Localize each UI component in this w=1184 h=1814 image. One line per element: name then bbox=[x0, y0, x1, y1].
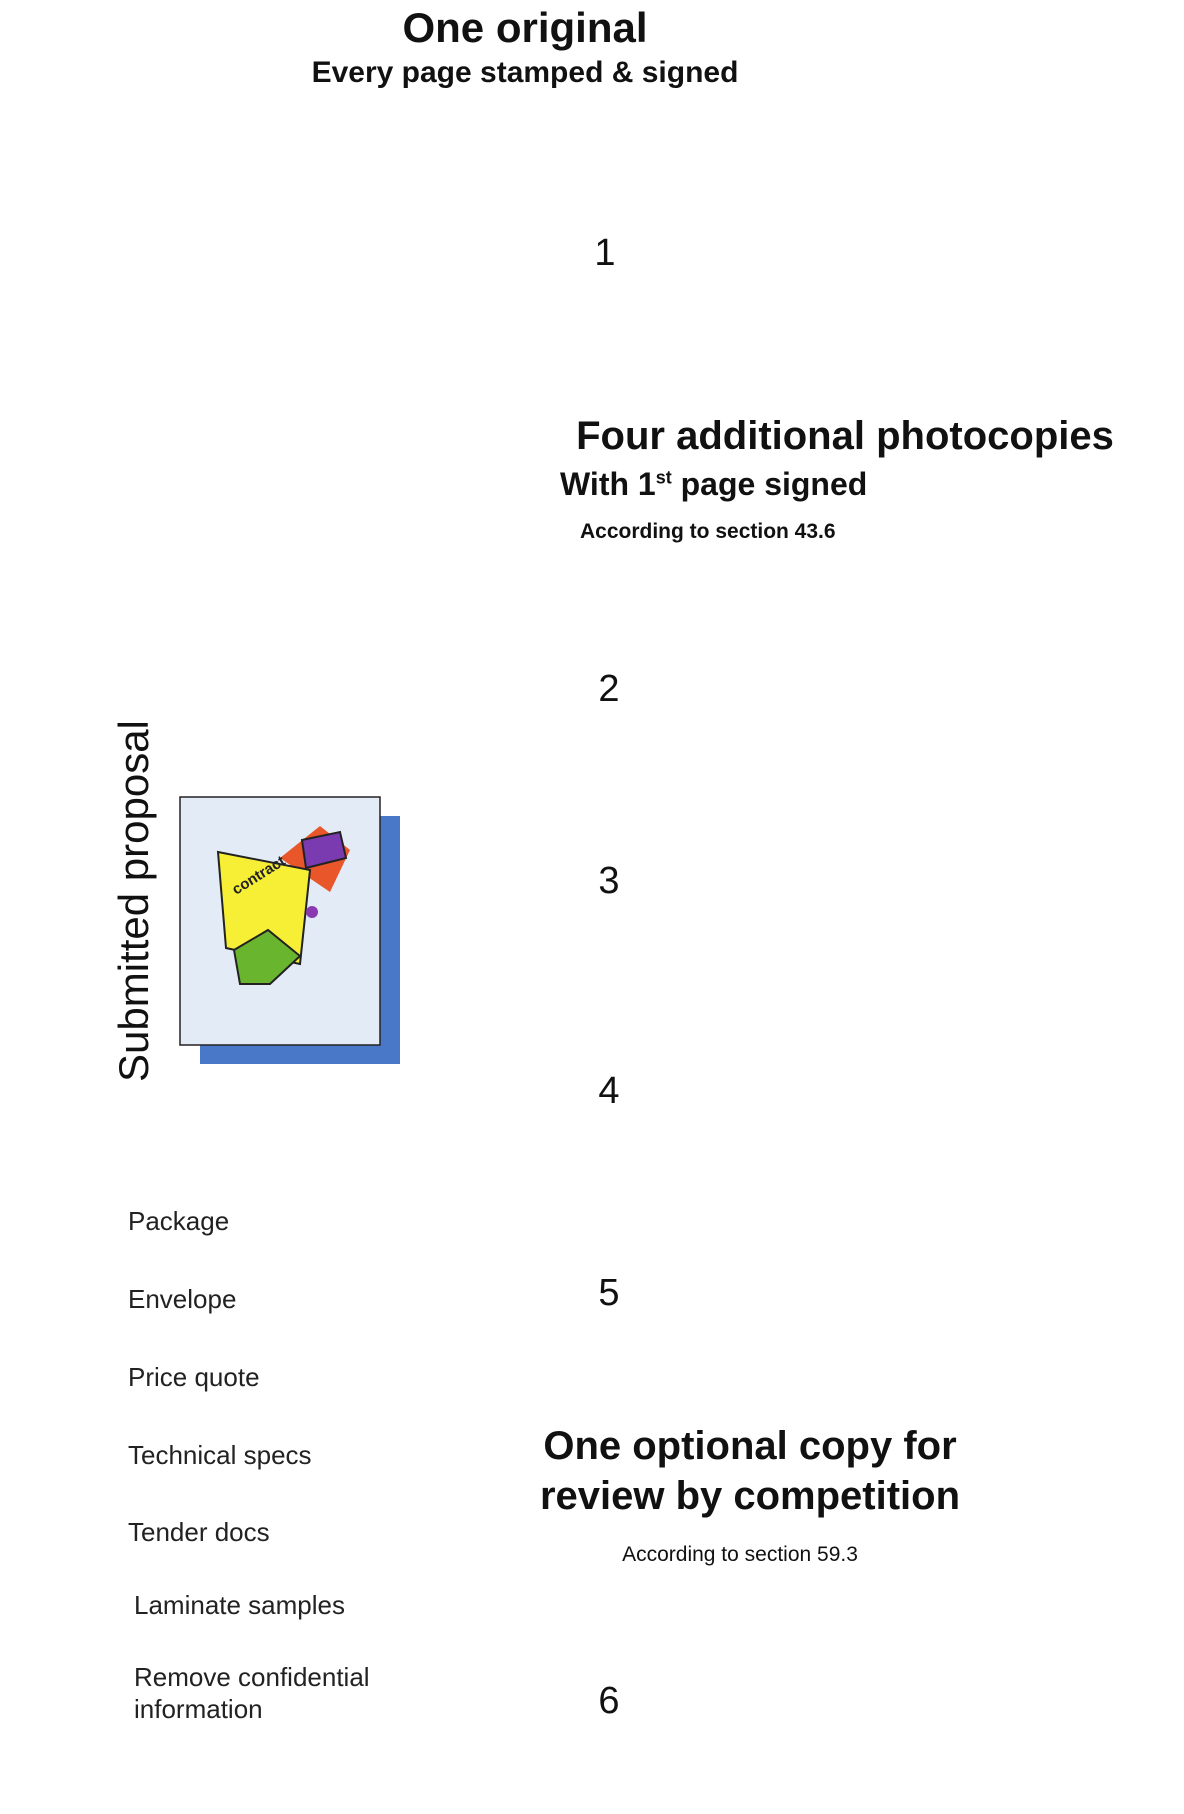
legend-label-remove-confidential-line2: information bbox=[134, 1694, 263, 1724]
legend-label-remove-confidential-line1: Remove confidential bbox=[134, 1662, 370, 1692]
original-title: One original bbox=[402, 4, 648, 51]
legend-label-tender-docs: Tender docs bbox=[128, 1517, 270, 1547]
legend-label-price-quote: Price quote bbox=[128, 1362, 260, 1392]
optional-note: According to section 59.3 bbox=[622, 1543, 858, 1566]
copy-number-4: 4 bbox=[598, 1070, 620, 1112]
submitted-proposal-label: Submitted proposal bbox=[110, 720, 157, 1082]
contract-clipart-icon: contract bbox=[216, 826, 350, 985]
copy-number-5: 5 bbox=[598, 1272, 620, 1314]
subtitle-main: With 1 bbox=[560, 466, 656, 502]
optional-title-line2: review by competition bbox=[539, 1474, 961, 1518]
copy-number-1: 1 bbox=[594, 232, 616, 274]
legend-label-technical-specs: Technical specs bbox=[128, 1440, 312, 1470]
photocopies-title: Four additional photocopies bbox=[576, 414, 1114, 458]
copy-number-2: 2 bbox=[598, 668, 620, 710]
subtitle-sup: st bbox=[655, 467, 672, 488]
legend-label-laminate-samples: Laminate samples bbox=[134, 1590, 345, 1620]
legend-label-package: Package bbox=[128, 1206, 230, 1236]
source-card: contract bbox=[179, 796, 400, 1064]
subtitle-rest: page signed bbox=[671, 466, 868, 502]
optional-title-line1: One optional copy for bbox=[543, 1424, 957, 1468]
original-subtitle: Every page stamped & signed bbox=[311, 56, 739, 89]
copy-number-6: 6 bbox=[598, 1680, 620, 1722]
legend-label-envelope: Envelope bbox=[128, 1284, 237, 1314]
copy-number-3: 3 bbox=[598, 860, 620, 902]
photocopies-note: According to section 43.6 bbox=[580, 520, 836, 543]
photocopies-subtitle: With 1st page signed bbox=[560, 466, 900, 503]
